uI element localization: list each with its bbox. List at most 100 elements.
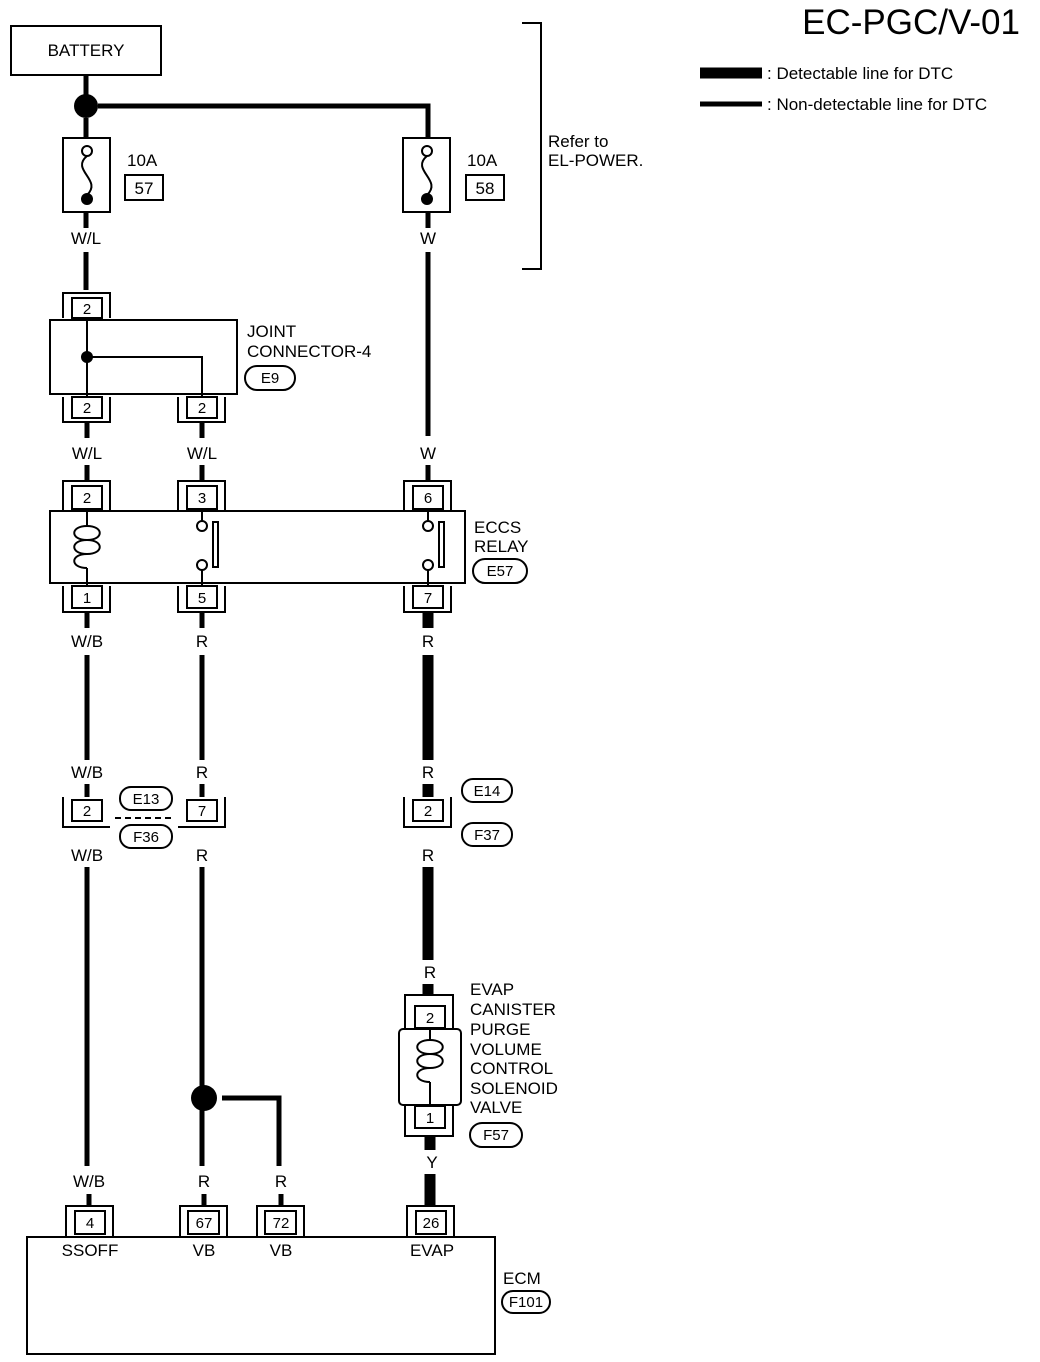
relay-coil-symbol xyxy=(73,511,101,586)
ecm-pin-1: 4 xyxy=(86,1215,94,1232)
wire-color-f37-pin2: R xyxy=(422,846,434,865)
fuse-58-number-box xyxy=(465,174,505,201)
ecm-name: ECM xyxy=(503,1269,541,1288)
evap-valve-coil-symbol xyxy=(416,1028,444,1106)
wire-color-relay-top-1: W/L xyxy=(72,444,102,463)
evap-valve-id: F57 xyxy=(483,1127,509,1144)
wire-color-relay-top-2: W/L xyxy=(187,444,217,463)
wire-color-e13-pin2: W/B xyxy=(71,763,103,782)
legend-non-detectable-label: : Non-detectable line for DTC xyxy=(767,95,987,114)
joint-connector-top-pin-number: 2 xyxy=(83,301,91,318)
wire-color-ecm-3: R xyxy=(275,1172,287,1191)
joint-connector-id-badge xyxy=(244,365,296,391)
harness-right-lower-id: F37 xyxy=(474,827,500,844)
eccs-relay-id: E57 xyxy=(487,563,514,580)
wire-color-evap-bottom: Y xyxy=(426,1153,437,1172)
evap-valve-name-line2: CANISTER xyxy=(470,1000,556,1019)
joint-connector-bottom-right-pin-number: 2 xyxy=(198,400,206,417)
wire-color-f36-pin7: R xyxy=(196,846,208,865)
ecm-terminal-2: VB xyxy=(193,1241,216,1260)
wire-color-relay-bottom-3: R xyxy=(422,632,434,651)
ecm-connector-pin-72 xyxy=(256,1205,305,1236)
fuse-57-number: 57 xyxy=(135,179,154,198)
wire-color-ecm-2: R xyxy=(198,1172,210,1191)
relay-top-pin-3: 6 xyxy=(424,490,432,507)
joint-internal-wire-b xyxy=(87,356,203,397)
fuse-58 xyxy=(402,137,451,213)
eccs-relay-name-line1: ECCS xyxy=(474,518,521,537)
refer-bracket xyxy=(522,22,542,270)
eccs-relay-id-badge xyxy=(472,558,528,584)
ecm-pin-3: 72 xyxy=(273,1215,290,1232)
evap-valve-bottom-pin: 1 xyxy=(426,1110,434,1127)
relay-top-connector-1 xyxy=(62,480,111,510)
refer-note-line2: EL-POWER. xyxy=(548,151,643,170)
relay-bottom-pin-3: 7 xyxy=(424,590,432,607)
battery-label: BATTERY xyxy=(48,41,125,60)
relay-top-connector-2 xyxy=(177,480,226,510)
splice-vb xyxy=(191,1085,217,1111)
ecm-pin-2: 67 xyxy=(196,1215,213,1232)
wire-color-relay-bottom-2: R xyxy=(196,632,208,651)
joint-connector-name-line1: JOINT xyxy=(247,322,296,341)
ecm-terminal-4: EVAP xyxy=(410,1241,454,1260)
harness-right-lower-id-badge xyxy=(461,822,513,847)
vb-branch-wire xyxy=(222,1095,282,1166)
ecm-terminal-1: SSOFF xyxy=(62,1241,119,1260)
relay-bottom-pin-1: 1 xyxy=(83,590,91,607)
fuse-58-number: 58 xyxy=(476,179,495,198)
ecm-connector-pin-4 xyxy=(65,1205,114,1236)
legend-detectable-label: : Detectable line for DTC xyxy=(767,64,953,83)
battery-box xyxy=(10,25,162,76)
wire-color-f36-pin2: W/B xyxy=(71,846,103,865)
splice-battery xyxy=(74,94,98,118)
eccs-relay-name-line2: RELAY xyxy=(474,537,529,556)
ecm-id: F101 xyxy=(509,1294,543,1311)
harness-right-upper-id-badge xyxy=(461,778,513,803)
harness-left-upper-id-badge xyxy=(119,786,173,811)
evap-valve-name-line1: EVAP xyxy=(470,980,514,999)
harness-left-upper-id: E13 xyxy=(133,791,160,808)
evap-valve-name-line7: VALVE xyxy=(470,1098,522,1117)
fuse-57-number-box xyxy=(124,174,164,201)
harness-right-pin: 2 xyxy=(424,803,432,820)
relay-top-pin-1: 2 xyxy=(83,490,91,507)
harness-left-lower-id-badge xyxy=(119,824,173,849)
evap-valve-name-line5: CONTROL xyxy=(470,1059,553,1078)
harness-left-lower-id: F36 xyxy=(133,829,159,846)
fuse-57-rating: 10A xyxy=(127,151,158,170)
relay-contact-switch-b xyxy=(422,511,445,586)
battery-to-fuse58-wire xyxy=(98,103,431,140)
relay-bottom-pin-2: 5 xyxy=(198,590,206,607)
fuse-57 xyxy=(62,137,111,213)
page-code: EC-PGC/V-01 xyxy=(802,3,1020,42)
harness-connector-pin-2-left xyxy=(62,797,110,828)
evap-valve-id-badge xyxy=(469,1122,523,1148)
harness-right-upper-id: E14 xyxy=(474,783,501,800)
evap-valve-top-pin: 2 xyxy=(426,1010,434,1027)
fuse-58-rating: 10A xyxy=(467,151,498,170)
wire-color-evap-top: R xyxy=(424,963,436,982)
eccs-relay-body xyxy=(49,510,466,584)
harness-left-pin-2: 7 xyxy=(198,803,206,820)
wire-color-relay-top-3: W xyxy=(420,444,436,463)
evap-valve-name-line6: SOLENOID xyxy=(470,1079,558,1098)
ecm-id-badge xyxy=(501,1290,551,1314)
wire-color-fuse58: W xyxy=(420,229,436,248)
ecm-pin-4: 26 xyxy=(423,1215,440,1232)
harness-connector-pin-2-right xyxy=(403,797,452,828)
harness-left-pin-1: 2 xyxy=(83,803,91,820)
joint-connector-id: E9 xyxy=(261,370,279,387)
ecm-body xyxy=(26,1236,496,1355)
ecm-connector-pin-67 xyxy=(179,1205,228,1236)
ecm-terminal-3: VB xyxy=(270,1241,293,1260)
wire-color-ecm-1: W/B xyxy=(73,1172,105,1191)
relay-top-pin-2: 3 xyxy=(198,490,206,507)
relay-contact-switch-a xyxy=(196,511,219,586)
wire-color-e13-pin7: R xyxy=(196,763,208,782)
evap-valve-name-line4: VOLUME xyxy=(470,1040,542,1059)
refer-note-line1: Refer to xyxy=(548,132,608,151)
wire-color-fuse57: W/L xyxy=(71,229,101,248)
ecm-connector-pin-26 xyxy=(406,1205,455,1236)
